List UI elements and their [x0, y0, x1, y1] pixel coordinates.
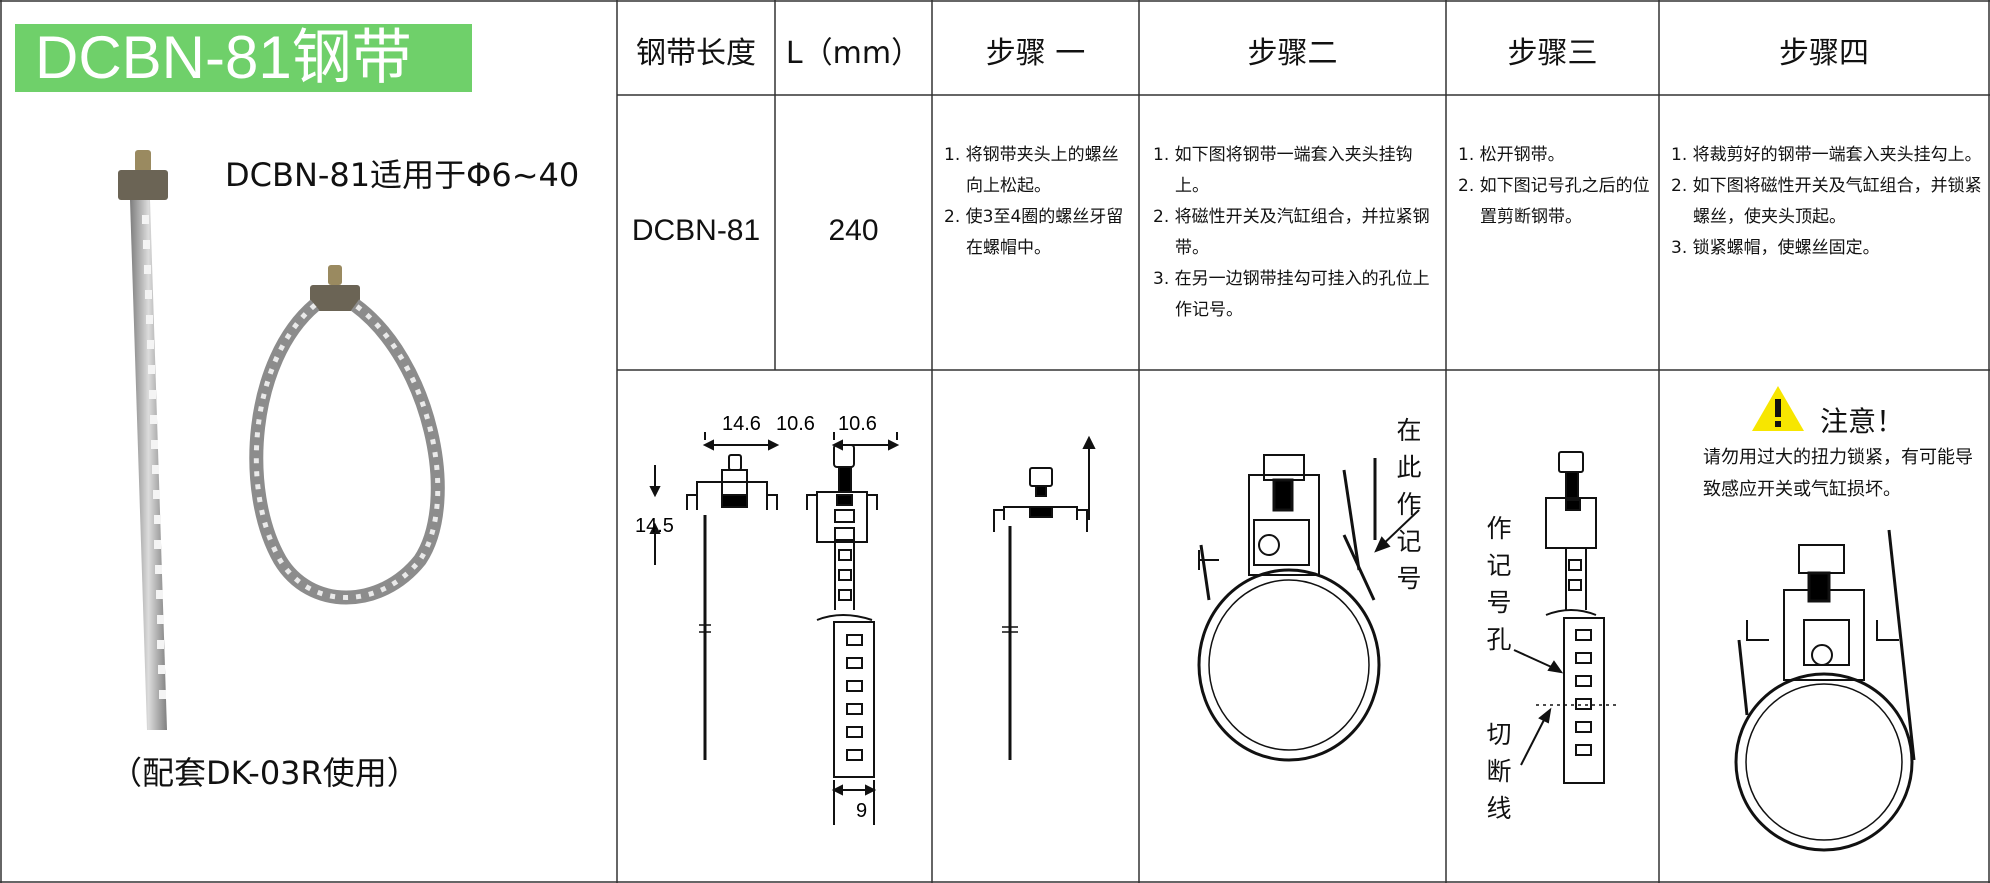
step1-list: 1. 将钢带夹头上的螺丝向上松起。 2. 使3至4圈的螺丝牙留在螺帽中。: [944, 140, 1129, 264]
warning-title: 注意！: [1820, 405, 1905, 438]
dim-label-4: 14.5: [635, 515, 674, 537]
dimension-drawing: 14.6 10.6 10.6 14.5 9: [635, 413, 900, 825]
step3-drawing: [1513, 451, 1616, 784]
cut-line-label: 切断线: [1486, 720, 1512, 823]
step3-item: 1. 松开钢带。: [1458, 145, 1565, 165]
step1-item: 2. 使3至4圈的螺丝牙留在螺帽中。: [944, 207, 1124, 258]
step2-drawing: [1197, 454, 1420, 762]
header-step2: 步骤二: [1247, 36, 1338, 71]
step4-item: 2. 如下图将磁性开关及气缸组合，并锁紧螺丝，使夹头顶起。: [1671, 176, 1982, 227]
step2-item: 1. 如下图将钢带一端套入夹头挂钩上。: [1153, 145, 1413, 196]
header-length: 钢带长度: [636, 36, 756, 71]
applies-to-text: DCBN-81适用于Φ6~40: [225, 156, 580, 194]
dim-label-1: 14.6: [722, 413, 761, 435]
step2-list: 1. 如下图将钢带一端套入夹头挂钩上。 2. 将磁性开关及汽缸组合，并拉紧钢带。…: [1153, 140, 1438, 326]
length-cell: 240: [828, 214, 879, 247]
dim-label-3: 10.6: [838, 413, 877, 435]
mark-hole-label: 作记号孔: [1486, 514, 1512, 654]
straight-band-icon: [118, 150, 168, 730]
page-title: DCBN-81钢带: [15, 24, 472, 92]
step1-item: 1. 将钢带夹头上的螺丝向上松起。: [944, 145, 1119, 196]
warning-text: 请勿用过大的扭力锁紧，有可能导致感应开关或气缸损坏。: [1703, 447, 1973, 500]
steel-band-photo: [118, 150, 445, 730]
step2-item: 3. 在另一边钢带挂勾可挂入的孔位上作记号。: [1153, 269, 1430, 320]
paired-with-text: （配套DK-03R使用）: [110, 754, 419, 792]
model-cell: DCBN-81: [631, 214, 761, 247]
step2-item: 2. 将磁性开关及汽缸组合，并拉紧钢带。: [1153, 207, 1430, 258]
dim-label-2: 10.6: [776, 413, 815, 435]
header-step4: 步骤四: [1779, 36, 1869, 71]
step4-item: 1. 将裁剪好的钢带一端套入夹头挂勾上。: [1671, 145, 1982, 165]
step3-list: 1. 松开钢带。 2. 如下图记号孔之后的位置剪断钢带。: [1458, 140, 1653, 233]
dim-label-5: 9: [856, 800, 867, 822]
header-step1: 步骤 一: [985, 36, 1086, 71]
header-l-mm: L（mm）: [785, 36, 922, 71]
looped-band-icon: [249, 265, 445, 605]
step4-item: 3. 锁紧螺帽，使螺丝固定。: [1671, 238, 1880, 258]
header-step3: 步骤三: [1507, 36, 1598, 71]
mark-here-label: 在此作记号: [1396, 416, 1422, 593]
step3-item: 2. 如下图记号孔之后的位置剪断钢带。: [1458, 176, 1650, 227]
step4-list: 1. 将裁剪好的钢带一端套入夹头挂勾上。 2. 如下图将磁性开关及气缸组合，并锁…: [1671, 140, 1983, 264]
step1-drawing: [993, 435, 1096, 760]
warning-triangle-icon: [1752, 386, 1804, 431]
step4-drawing: [1734, 529, 1916, 852]
